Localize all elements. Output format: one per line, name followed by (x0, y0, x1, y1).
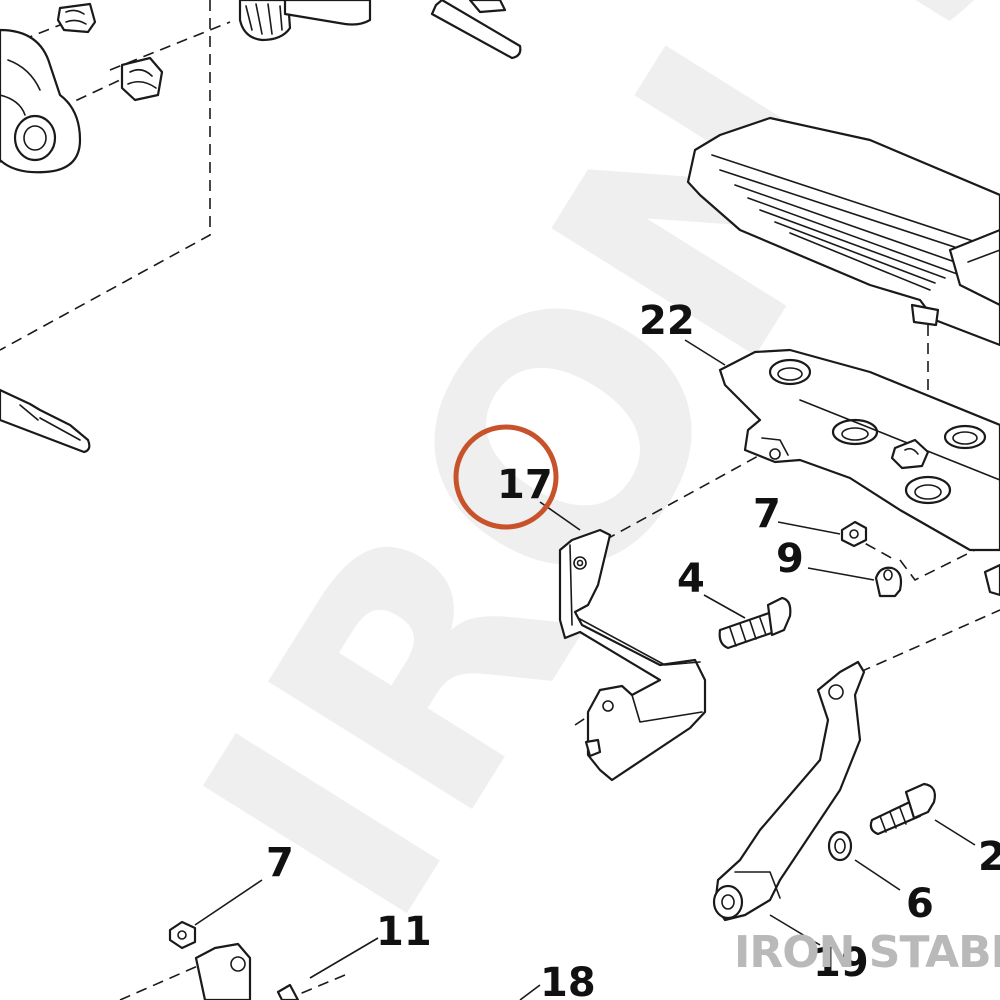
serrated-pivot (238, 0, 372, 42)
pin-upper (430, 0, 522, 60)
callout-4: 4 (677, 556, 705, 602)
callout-6: 6 (906, 881, 934, 927)
callout-7-lower: 7 (266, 840, 294, 886)
callout-11: 11 (376, 909, 432, 955)
nut-7-upper (840, 520, 868, 548)
nut-7-lower (168, 920, 197, 950)
callout-19: 19 (813, 940, 869, 986)
callout-9: 9 (776, 536, 804, 582)
shift-tip (0, 388, 91, 454)
brake-pedal-bracket (558, 528, 707, 782)
bolt-18 (276, 983, 300, 1000)
footboard-pad (686, 116, 1000, 347)
lock-nut-upper (56, 2, 97, 34)
bolt-4 (718, 596, 792, 650)
callout-17: 17 (497, 462, 553, 508)
lower-bracket (194, 942, 252, 1000)
callout-7-upper: 7 (753, 491, 781, 537)
brand-watermark: IRON STABLE (734, 927, 1000, 978)
rod-end-linkage (0, 28, 82, 174)
footboard-bracket (718, 348, 1000, 597)
stud-9 (874, 566, 903, 598)
callout-17-highlight (453, 424, 559, 530)
callout-22: 22 (639, 298, 695, 344)
brake-lever (712, 660, 866, 922)
bolt-2 (869, 782, 936, 836)
lock-nut-middle (120, 56, 164, 102)
callout-18: 18 (540, 960, 596, 1000)
callout-labels: 22 17 7 9 4 2 6 19 7 11 18 (266, 298, 1000, 1000)
callout-2: 2 (978, 834, 1000, 880)
washer-6 (827, 830, 853, 862)
